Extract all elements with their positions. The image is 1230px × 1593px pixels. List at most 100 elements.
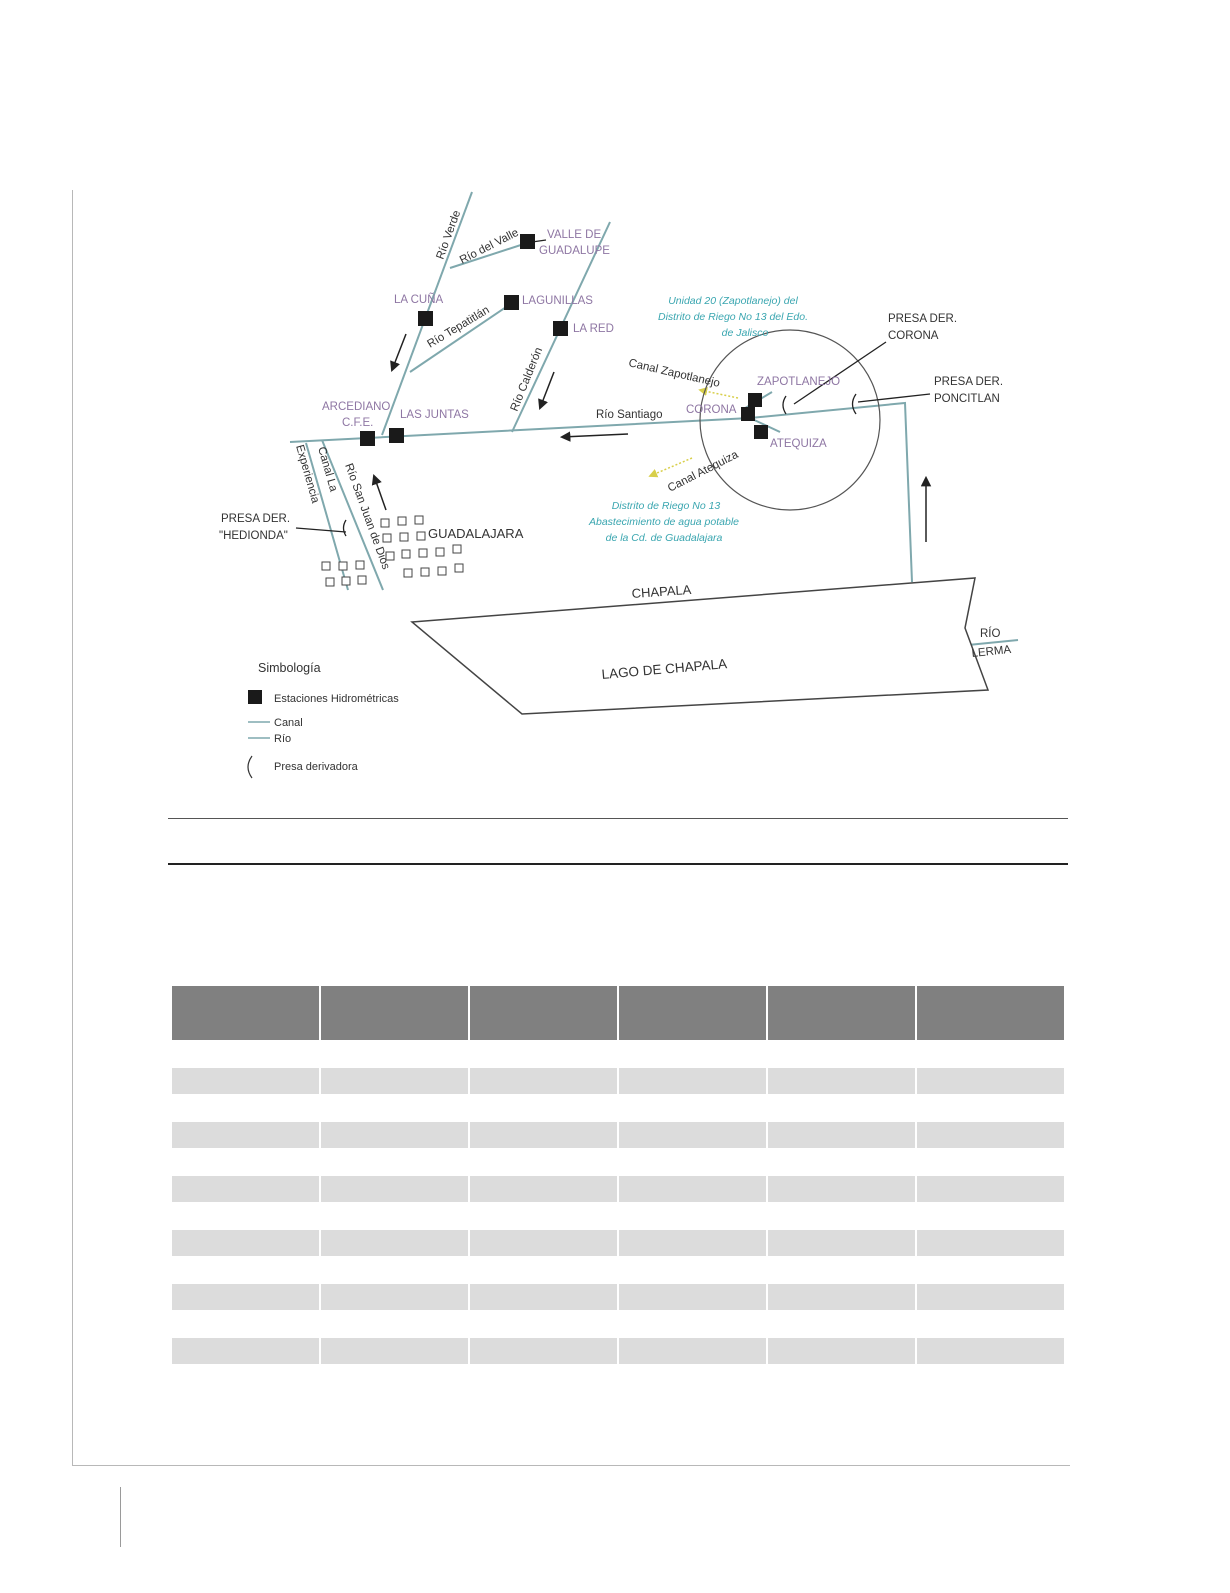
note-distrito-line1: Distrito de Riego No 13 <box>612 500 721 512</box>
table-cell <box>619 1256 766 1284</box>
label-valle-line1: VALLE DE <box>547 229 601 241</box>
table-cell <box>768 1230 915 1256</box>
table-row <box>172 1310 1064 1338</box>
station-arcediano <box>360 431 375 446</box>
station-valle-de-guadalupe <box>520 234 535 249</box>
label-rio-del-valle: Río del Valle <box>458 227 521 267</box>
table-cell <box>470 1230 617 1256</box>
legend-title: Simbología <box>258 661 321 675</box>
table-cell <box>619 1176 766 1202</box>
caption-rule-bottom <box>168 863 1068 865</box>
guadalajara-city-blocks <box>321 515 464 587</box>
table-header-row <box>172 986 1064 1040</box>
table-cell <box>470 1122 617 1148</box>
table-cell <box>172 1176 319 1202</box>
table-cell <box>321 1148 468 1176</box>
label-corona: CORONA <box>686 404 737 416</box>
table-cell <box>917 1040 1064 1068</box>
legend-presa-label: Presa derivadora <box>274 761 359 773</box>
legend-stations-label: Estaciones Hidrométricas <box>274 693 399 705</box>
label-arcediano-line2: C.F.E. <box>342 417 373 429</box>
table-cell <box>768 1338 915 1364</box>
label-presa-poncitlan-line1: PRESA DER. <box>934 376 1003 388</box>
table-cell <box>917 1122 1064 1148</box>
label-chapala: CHAPALA <box>631 582 692 601</box>
table-header-cell <box>917 986 1064 1040</box>
table-row <box>172 1122 1064 1148</box>
station-zapotlanejo <box>748 393 762 407</box>
rio-del-valle-line <box>449 241 531 269</box>
table-cell <box>321 1202 468 1230</box>
table-cell <box>619 1122 766 1148</box>
table-cell <box>768 1202 915 1230</box>
table-header-cell <box>470 986 617 1040</box>
label-canal-zapotlanejo: Canal Zapotlanejo <box>627 357 721 390</box>
table-cell <box>917 1176 1064 1202</box>
table-cell <box>172 1148 319 1176</box>
table-cell <box>619 1338 766 1364</box>
note-unidad-line1: Unidad 20 (Zapotlanejo) del <box>668 295 798 307</box>
legend-presa-icon <box>247 755 253 779</box>
data-table <box>170 986 1066 1364</box>
station-lagunillas <box>504 295 519 310</box>
table-cell <box>768 1148 915 1176</box>
label-presa-hedionda-line1: PRESA DER. <box>221 513 290 525</box>
table-row <box>172 1256 1064 1284</box>
presa-poncitlan-icon <box>851 393 857 415</box>
table-header-cell <box>172 986 319 1040</box>
table-cell <box>470 1284 617 1310</box>
label-la-cuna: LA CUÑA <box>394 293 444 306</box>
table-cell <box>172 1094 319 1122</box>
table-cell <box>917 1202 1064 1230</box>
flow-arrow <box>538 371 555 410</box>
table-cell <box>619 1148 766 1176</box>
label-rio-lerma-line1: RÍO <box>980 627 1001 640</box>
label-atequiza: ATEQUIZA <box>770 438 827 450</box>
table-cell <box>768 1310 915 1338</box>
table-cell <box>321 1094 468 1122</box>
table-row <box>172 1094 1064 1122</box>
table-cell <box>321 1284 468 1310</box>
table-row <box>172 1068 1064 1094</box>
table-cell <box>768 1068 915 1094</box>
leader-line <box>295 527 347 533</box>
label-arcediano-line1: ARCEDIANO <box>322 401 390 413</box>
label-lagunillas: LAGUNILLAS <box>522 295 593 307</box>
table-cell <box>917 1094 1064 1122</box>
rio-santiago-line <box>289 401 913 583</box>
table-header-cell <box>768 986 915 1040</box>
label-la-red: LA RED <box>573 323 614 335</box>
table-cell <box>768 1094 915 1122</box>
legend-canal-label: Canal <box>274 717 303 729</box>
table-cell <box>917 1284 1064 1310</box>
table-cell <box>321 1122 468 1148</box>
leader-line <box>793 341 887 405</box>
flow-arrow <box>371 474 387 511</box>
lago-de-chapala-shape <box>410 577 990 715</box>
station-labels: VALLE DE GUADALUPE LA CUÑA LAGUNILLAS LA… <box>322 229 840 450</box>
table-row <box>172 1284 1064 1310</box>
label-zapotlanejo: ZAPOTLANEJO <box>757 376 840 388</box>
label-rio-tepatitlan: Río Tepatitlán <box>425 304 491 350</box>
table-row <box>172 1040 1064 1068</box>
table-cell <box>172 1284 319 1310</box>
table-cell <box>917 1148 1064 1176</box>
table-cell <box>321 1068 468 1094</box>
page-frame-left <box>72 190 73 1466</box>
irrigation-unit-circle <box>699 329 881 511</box>
dams <box>295 239 931 537</box>
table-cell <box>172 1338 319 1364</box>
table-cell <box>470 1094 617 1122</box>
table-row <box>172 1338 1064 1364</box>
label-las-juntas: LAS JUNTAS <box>400 409 469 421</box>
table-cell <box>470 1338 617 1364</box>
table-cell <box>172 1040 319 1068</box>
flow-arrow <box>559 431 629 442</box>
table-cell <box>619 1230 766 1256</box>
table-row <box>172 1148 1064 1176</box>
canal-arrows <box>648 387 739 478</box>
table-cell <box>321 1256 468 1284</box>
note-distrito-line3: de la Cd. de Guadalajara <box>606 532 723 544</box>
table-cell <box>470 1148 617 1176</box>
table-cell <box>917 1338 1064 1364</box>
